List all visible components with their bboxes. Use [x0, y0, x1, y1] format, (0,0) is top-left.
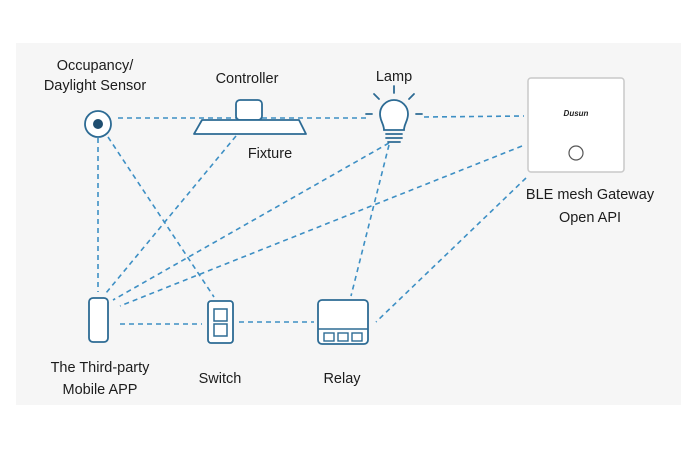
gateway-icon: Dusun	[527, 77, 625, 173]
lamp-label: Lamp	[375, 69, 413, 85]
wall-switch-icon	[207, 300, 234, 344]
connection-gateway-relay	[375, 177, 527, 323]
relay-icon	[317, 299, 369, 345]
app-label: The Third-party Mobile APP	[25, 358, 175, 400]
gateway-label-line1: BLE mesh Gateway	[525, 187, 655, 203]
fixture-icon	[193, 119, 307, 135]
switch-label: Switch	[198, 371, 242, 387]
gateway-label: BLE mesh Gateway Open API	[500, 185, 680, 228]
connection-lines	[97, 115, 527, 325]
relay-label: Relay	[323, 371, 361, 387]
controller-label: Controller	[215, 71, 279, 87]
lightbulb-icon	[365, 85, 423, 143]
fixture-label: Fixture	[247, 146, 293, 162]
sensor-label: Occupancy/ Daylight Sensor	[20, 56, 170, 96]
connection-gateway-app	[119, 145, 523, 307]
sensor-label-line1: Occupancy/	[56, 58, 134, 74]
occupancy-sensor-icon	[84, 110, 112, 138]
connection-lamp-gateway	[423, 115, 525, 118]
controller-icon	[235, 99, 263, 121]
connection-lamp-relay	[350, 144, 390, 297]
connection-fixture-app	[105, 135, 237, 294]
gateway-logo: Dusun	[564, 109, 589, 118]
app-label-line1: The Third-party	[50, 360, 150, 376]
sensor-label-line2: Daylight Sensor	[43, 78, 147, 94]
gateway-label-line2: Open API	[558, 210, 622, 226]
connection-sensor-switch	[107, 136, 215, 298]
smartphone-icon	[88, 297, 109, 343]
app-label-line2: Mobile APP	[62, 382, 138, 398]
connection-lamp-app	[112, 142, 390, 301]
